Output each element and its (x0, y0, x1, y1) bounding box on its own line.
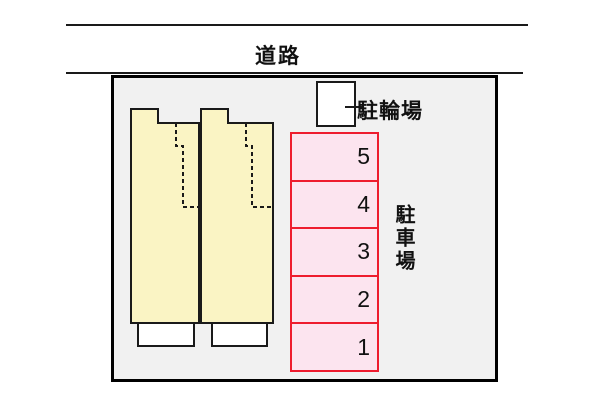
parking-space-5: 5 (357, 143, 370, 170)
parking-space-3: 3 (292, 227, 377, 275)
bicycle-parking-label: 駐輪場 (357, 100, 423, 123)
road-label: 道路 (255, 45, 301, 68)
road-upper-edge-line (66, 24, 528, 26)
parking-space-4: 4 (292, 179, 377, 228)
parking-space-1: 1 (292, 322, 377, 370)
parking-lot-label: 駐車場 (392, 204, 414, 273)
parking-space-2: 2 (292, 274, 377, 323)
parking-lot: 5 4 3 2 1 (290, 132, 379, 372)
road-lower-edge-line (66, 72, 523, 74)
